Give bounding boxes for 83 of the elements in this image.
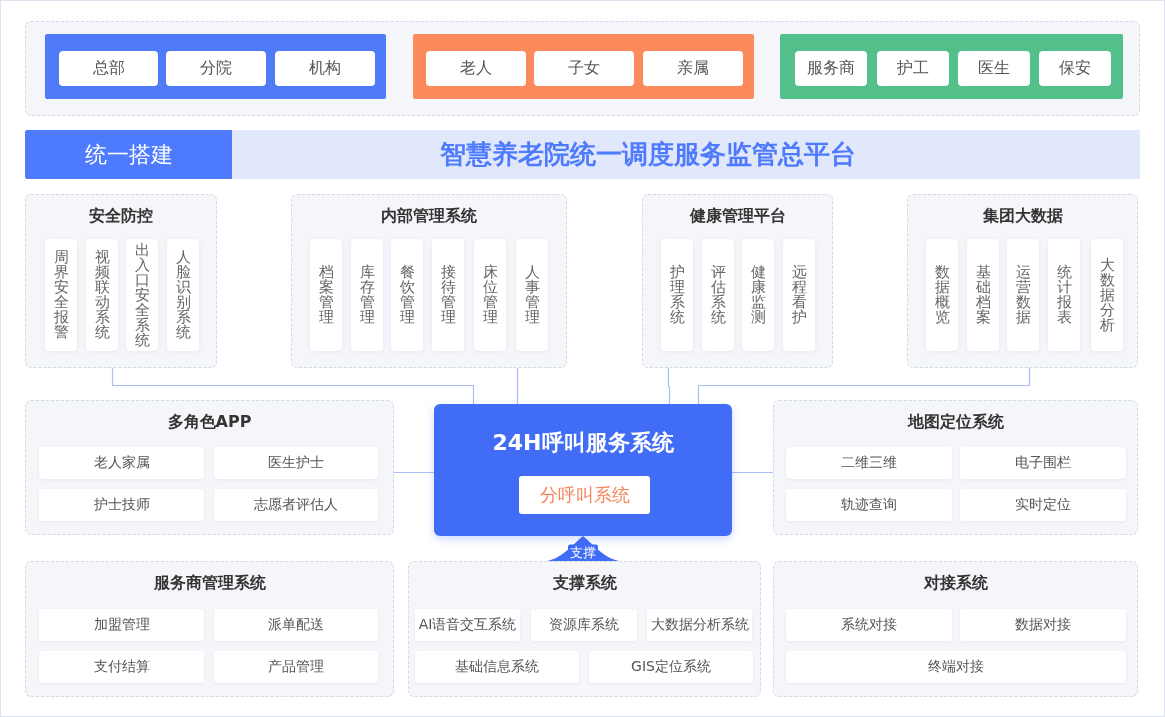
module-card: 床位管理 bbox=[474, 239, 506, 351]
module-card: 出入口安全系统 bbox=[126, 239, 158, 351]
module-tag: 医生护士 bbox=[214, 447, 378, 479]
subsystem-tag: 分呼叫系统 bbox=[519, 476, 650, 514]
module-tag: AI语音交互系统 bbox=[415, 609, 520, 641]
module-card: 数据概览 bbox=[926, 239, 958, 351]
section-tab: 统一搭建 bbox=[25, 130, 232, 179]
role-tag: 保安 bbox=[1039, 51, 1111, 86]
module-panel bbox=[25, 400, 394, 535]
role-group-bar bbox=[780, 34, 1123, 99]
panel-title: 多角色APP bbox=[167, 411, 252, 433]
module-panel bbox=[25, 194, 217, 368]
dashed-panel bbox=[25, 21, 1140, 116]
role-group-bar bbox=[413, 34, 754, 99]
connector-line bbox=[667, 367, 671, 405]
panel-title: 安全防控 bbox=[89, 205, 153, 227]
panel-title: 健康管理平台 bbox=[689, 205, 786, 227]
module-card: 周界安全报警 bbox=[45, 239, 77, 351]
connector-line bbox=[731, 471, 774, 474]
connector-line bbox=[393, 471, 435, 474]
module-card: 档案管理 bbox=[310, 239, 342, 351]
module-panel bbox=[773, 400, 1138, 535]
role-tag: 总部 bbox=[59, 51, 158, 86]
module-tag: 终端对接 bbox=[786, 651, 1126, 683]
module-card: 健康监测 bbox=[742, 239, 774, 351]
module-tag: 加盟管理 bbox=[39, 609, 204, 641]
role-tag: 老人 bbox=[426, 51, 526, 86]
role-tag: 分院 bbox=[166, 51, 266, 86]
module-tag: 系统对接 bbox=[786, 609, 952, 641]
module-tag: 资源库系统 bbox=[531, 609, 637, 641]
module-card: 人事管理 bbox=[516, 239, 548, 351]
connector-line bbox=[111, 367, 475, 405]
module-tag: 二维三维 bbox=[786, 447, 952, 479]
module-tag: 大数据分析系统 bbox=[647, 609, 752, 641]
module-tag: 轨迹查询 bbox=[786, 489, 952, 521]
module-tag: 电子围栏 bbox=[960, 447, 1126, 479]
panel-title: 服务商管理系统 bbox=[153, 572, 266, 594]
module-card: 人脸识别系统 bbox=[167, 239, 199, 351]
module-tag: 基础信息系统 bbox=[415, 651, 579, 683]
module-card: 大数据分析 bbox=[1091, 239, 1123, 351]
module-panel bbox=[642, 194, 833, 368]
module-card: 库存管理 bbox=[351, 239, 383, 351]
module-tag: GIS定位系统 bbox=[589, 651, 753, 683]
module-card: 餐饮管理 bbox=[391, 239, 423, 351]
module-card: 统计报表 bbox=[1048, 239, 1080, 351]
module-tag: 产品管理 bbox=[214, 651, 378, 683]
module-tag: 老人家属 bbox=[39, 447, 204, 479]
module-card: 接待管理 bbox=[432, 239, 464, 351]
connector-line bbox=[697, 367, 1031, 405]
core-system-box bbox=[434, 404, 732, 536]
module-card: 运营数据 bbox=[1007, 239, 1039, 351]
role-group-bar bbox=[45, 34, 386, 99]
edge-label: 支撑 bbox=[568, 544, 598, 559]
module-tag: 实时定位 bbox=[960, 489, 1126, 521]
role-tag: 子女 bbox=[534, 51, 634, 86]
role-tag: 医生 bbox=[958, 51, 1030, 86]
role-tag: 护工 bbox=[877, 51, 949, 86]
module-card: 评估系统 bbox=[702, 239, 734, 351]
panel-title: 地图定位系统 bbox=[907, 411, 1004, 433]
panel-title: 对接系统 bbox=[923, 572, 988, 594]
module-tag: 支付结算 bbox=[39, 651, 204, 683]
panel-title: 内部管理系统 bbox=[381, 205, 477, 227]
module-card: 基础档案 bbox=[967, 239, 999, 351]
module-panel bbox=[907, 194, 1138, 368]
role-tag: 机构 bbox=[275, 51, 375, 86]
module-panel bbox=[773, 561, 1138, 697]
module-card: 远程看护 bbox=[783, 239, 815, 351]
panel-title: 支撑系统 bbox=[552, 572, 617, 594]
module-panel bbox=[291, 194, 567, 368]
module-card: 视频联动系统 bbox=[86, 239, 118, 351]
module-card: 护理系统 bbox=[661, 239, 693, 351]
connector-line bbox=[516, 367, 519, 405]
module-tag: 护士技师 bbox=[39, 489, 204, 521]
core-system-title: 24H呼叫服务系统 bbox=[492, 429, 674, 457]
module-panel bbox=[408, 561, 761, 697]
module-panel bbox=[25, 561, 394, 697]
module-tag: 志愿者评估人 bbox=[214, 489, 378, 521]
role-tag: 亲属 bbox=[643, 51, 743, 86]
panel-title: 集团大数据 bbox=[982, 205, 1063, 227]
role-tag: 服务商 bbox=[795, 51, 867, 86]
module-tag: 数据对接 bbox=[960, 609, 1126, 641]
module-tag: 派单配送 bbox=[214, 609, 378, 641]
platform-title-banner: 智慧养老院统一调度服务监管总平台 bbox=[232, 130, 1140, 179]
